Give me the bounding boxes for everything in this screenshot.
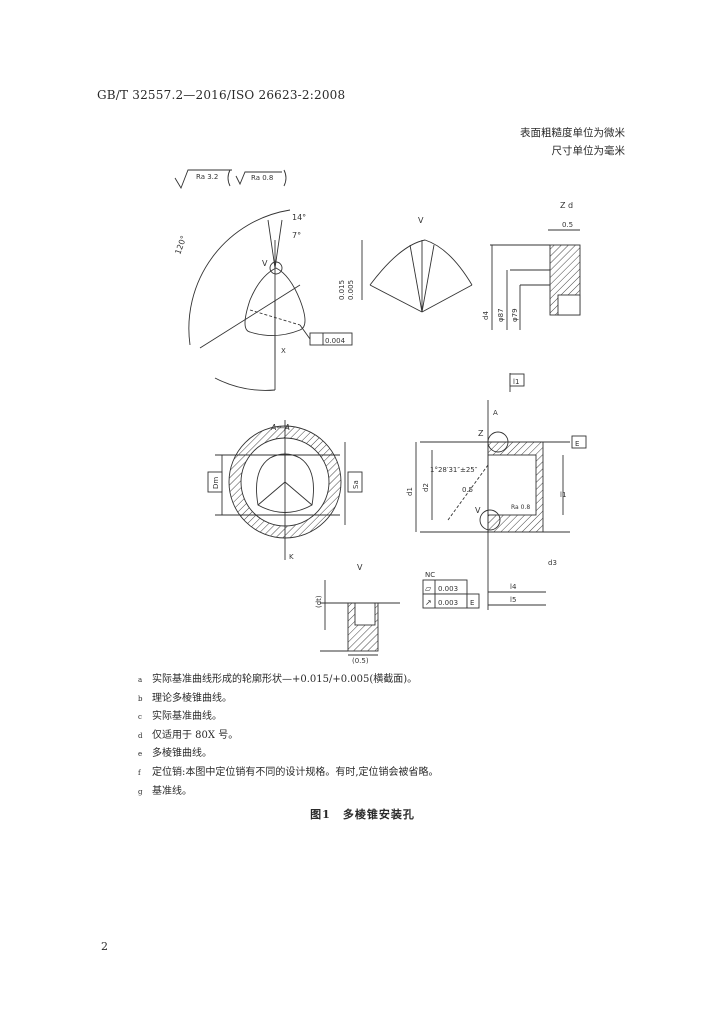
- dim-e-box: E: [575, 440, 579, 448]
- roughness-label-2: Ra 0.8: [251, 174, 273, 182]
- dim-l1-box: l1: [513, 378, 519, 386]
- dim-phi79: φ79: [511, 308, 519, 322]
- z-detail-view: [490, 229, 581, 330]
- label-z: Z: [478, 429, 484, 438]
- tol-symbol-1: ▱: [425, 584, 432, 593]
- polygon-profile-view: [188, 209, 353, 391]
- roughness-symbol-group: [174, 169, 287, 190]
- dimension-unit-note: 尺寸单位为毫米: [551, 145, 626, 157]
- dim-l4: l4: [510, 583, 517, 591]
- dim-05-side: 0.5: [462, 486, 473, 494]
- label-x: X: [281, 347, 286, 355]
- dim-d2: d2: [422, 483, 430, 492]
- dim-sa: Sa: [352, 480, 360, 489]
- tol-0005: 0.005: [347, 280, 355, 300]
- tol-value-2: 0.003: [438, 599, 458, 607]
- ra-small: Ra 0.8: [511, 504, 530, 511]
- nc-label: NC: [425, 571, 435, 579]
- angle-14: 14°: [292, 213, 306, 222]
- tolerance-frame: [422, 579, 480, 609]
- roughness-label-1: Ra 3.2: [196, 173, 218, 181]
- dim-dt: (dt): [315, 595, 323, 608]
- tol-symbol-2: ↗: [425, 598, 432, 607]
- dim-05-pin: (0.5): [352, 657, 369, 665]
- label-v-top: V: [262, 259, 268, 268]
- tol-0015: 0.015: [338, 280, 346, 300]
- page-number: 2: [101, 940, 108, 953]
- label-v-side: V: [475, 506, 481, 515]
- label-v-detail: V: [418, 216, 424, 225]
- roughness-unit-note: 表面粗糙度单位为微米: [520, 127, 625, 139]
- dim-l1: l1: [560, 491, 566, 499]
- profile-tol-value: 0.004: [325, 337, 346, 345]
- section-label: A—A: [270, 423, 290, 432]
- pin-detail-view: [320, 580, 400, 656]
- angle-7: 7°: [292, 231, 301, 240]
- angle-tolerance: 1°28′31″±25″: [430, 466, 478, 474]
- label-k: K: [289, 553, 294, 561]
- dim-05-z: 0.5: [562, 221, 573, 229]
- tol-ref-2: E: [470, 599, 474, 607]
- label-v-pin: V: [357, 563, 363, 572]
- side-section-view: [415, 373, 587, 610]
- dim-d4: d4: [482, 311, 490, 320]
- standard-header: GB/T 32557.2—2016/ISO 26623-2:2008: [97, 88, 346, 102]
- section-a-a-view: [207, 420, 363, 560]
- tol-value-1: 0.003: [438, 585, 458, 593]
- label-z-detail: Z d: [560, 201, 573, 210]
- dim-phi87: φ87: [497, 308, 505, 322]
- angle-120: 120°: [173, 234, 188, 255]
- label-a: A: [493, 409, 498, 417]
- v-detail-view: [361, 239, 473, 313]
- dim-d1: d1: [406, 487, 414, 496]
- dim-dm: Dm: [212, 477, 220, 489]
- dim-d3: d3: [548, 559, 557, 567]
- dim-l5: l5: [510, 596, 516, 604]
- figure-caption: 图1 多棱锥安装孔: [310, 808, 415, 821]
